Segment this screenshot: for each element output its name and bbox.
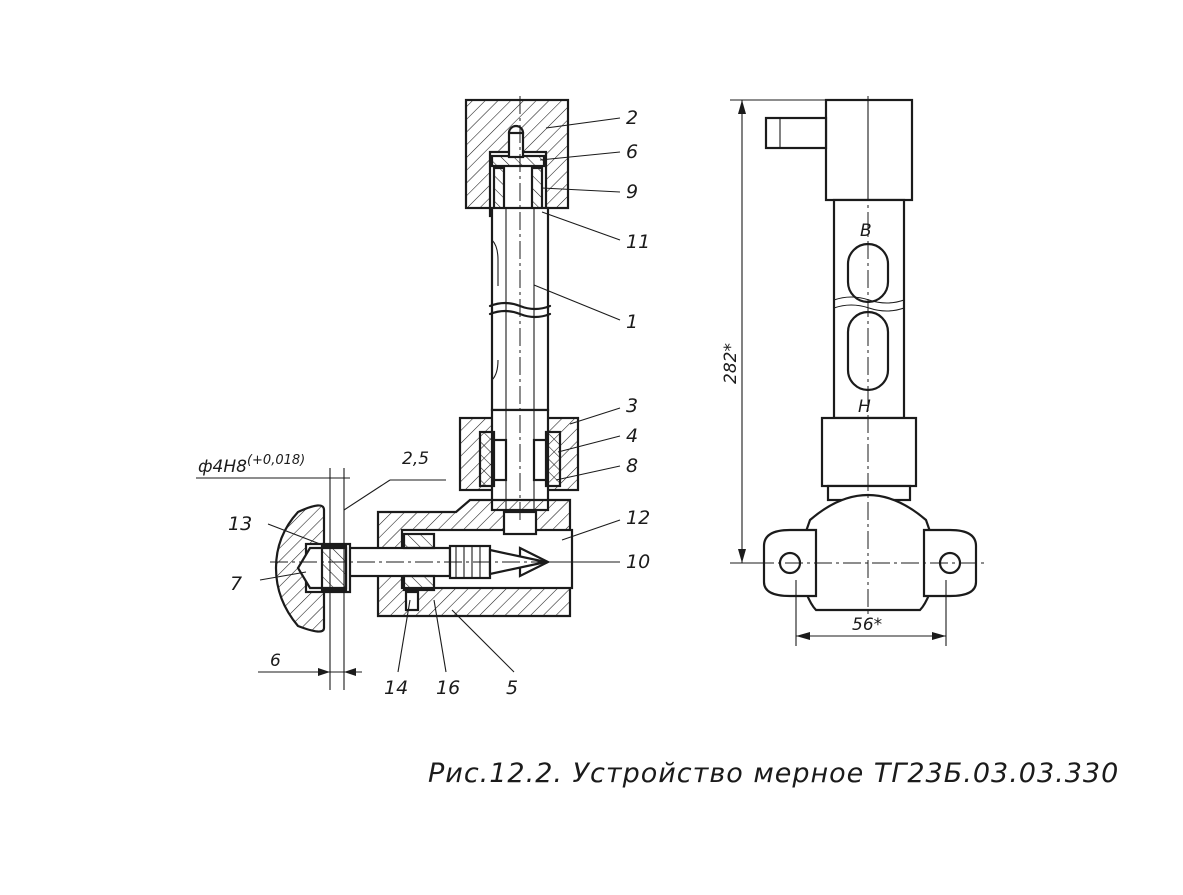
- dim-width: 56*: [852, 615, 882, 635]
- label-9: 9: [626, 181, 638, 203]
- label-6: 6: [626, 141, 638, 163]
- label-1: 1: [626, 311, 638, 333]
- label-12: 12: [626, 507, 650, 529]
- label-3: 3: [626, 395, 638, 417]
- label-14: 14: [384, 677, 408, 699]
- mark-upper: В: [860, 221, 872, 241]
- part-numbers: 2 6 9 11 1 3 4 8 12 10 13 7 14 16 5: [228, 107, 650, 699]
- label-8: 8: [626, 455, 638, 477]
- label-10: 10: [626, 551, 650, 573]
- label-13: 13: [228, 513, 252, 535]
- label-2: 2: [626, 107, 638, 129]
- dim-bore: ф4Н8(+0,018): [198, 453, 305, 477]
- elevation-view: [730, 96, 986, 646]
- figure-caption: Рис.12.2. Устройство мерное ТГ23Б.03.03.…: [428, 758, 1119, 789]
- dim-chamfer: 2,5: [402, 449, 429, 469]
- dim-height: 282*: [721, 343, 741, 384]
- label-11: 11: [626, 231, 650, 253]
- label-5: 5: [506, 677, 518, 699]
- leaders: [259, 117, 621, 673]
- mark-lower: Н: [858, 397, 871, 417]
- dim-thickness: 6: [270, 651, 281, 671]
- label-4: 4: [626, 425, 638, 447]
- section-view: [196, 96, 580, 690]
- label-16: 16: [436, 677, 460, 699]
- dimension-texts: ф4Н8(+0,018) 2,5 6 282* 56* В Н: [198, 221, 882, 671]
- label-7: 7: [230, 573, 242, 595]
